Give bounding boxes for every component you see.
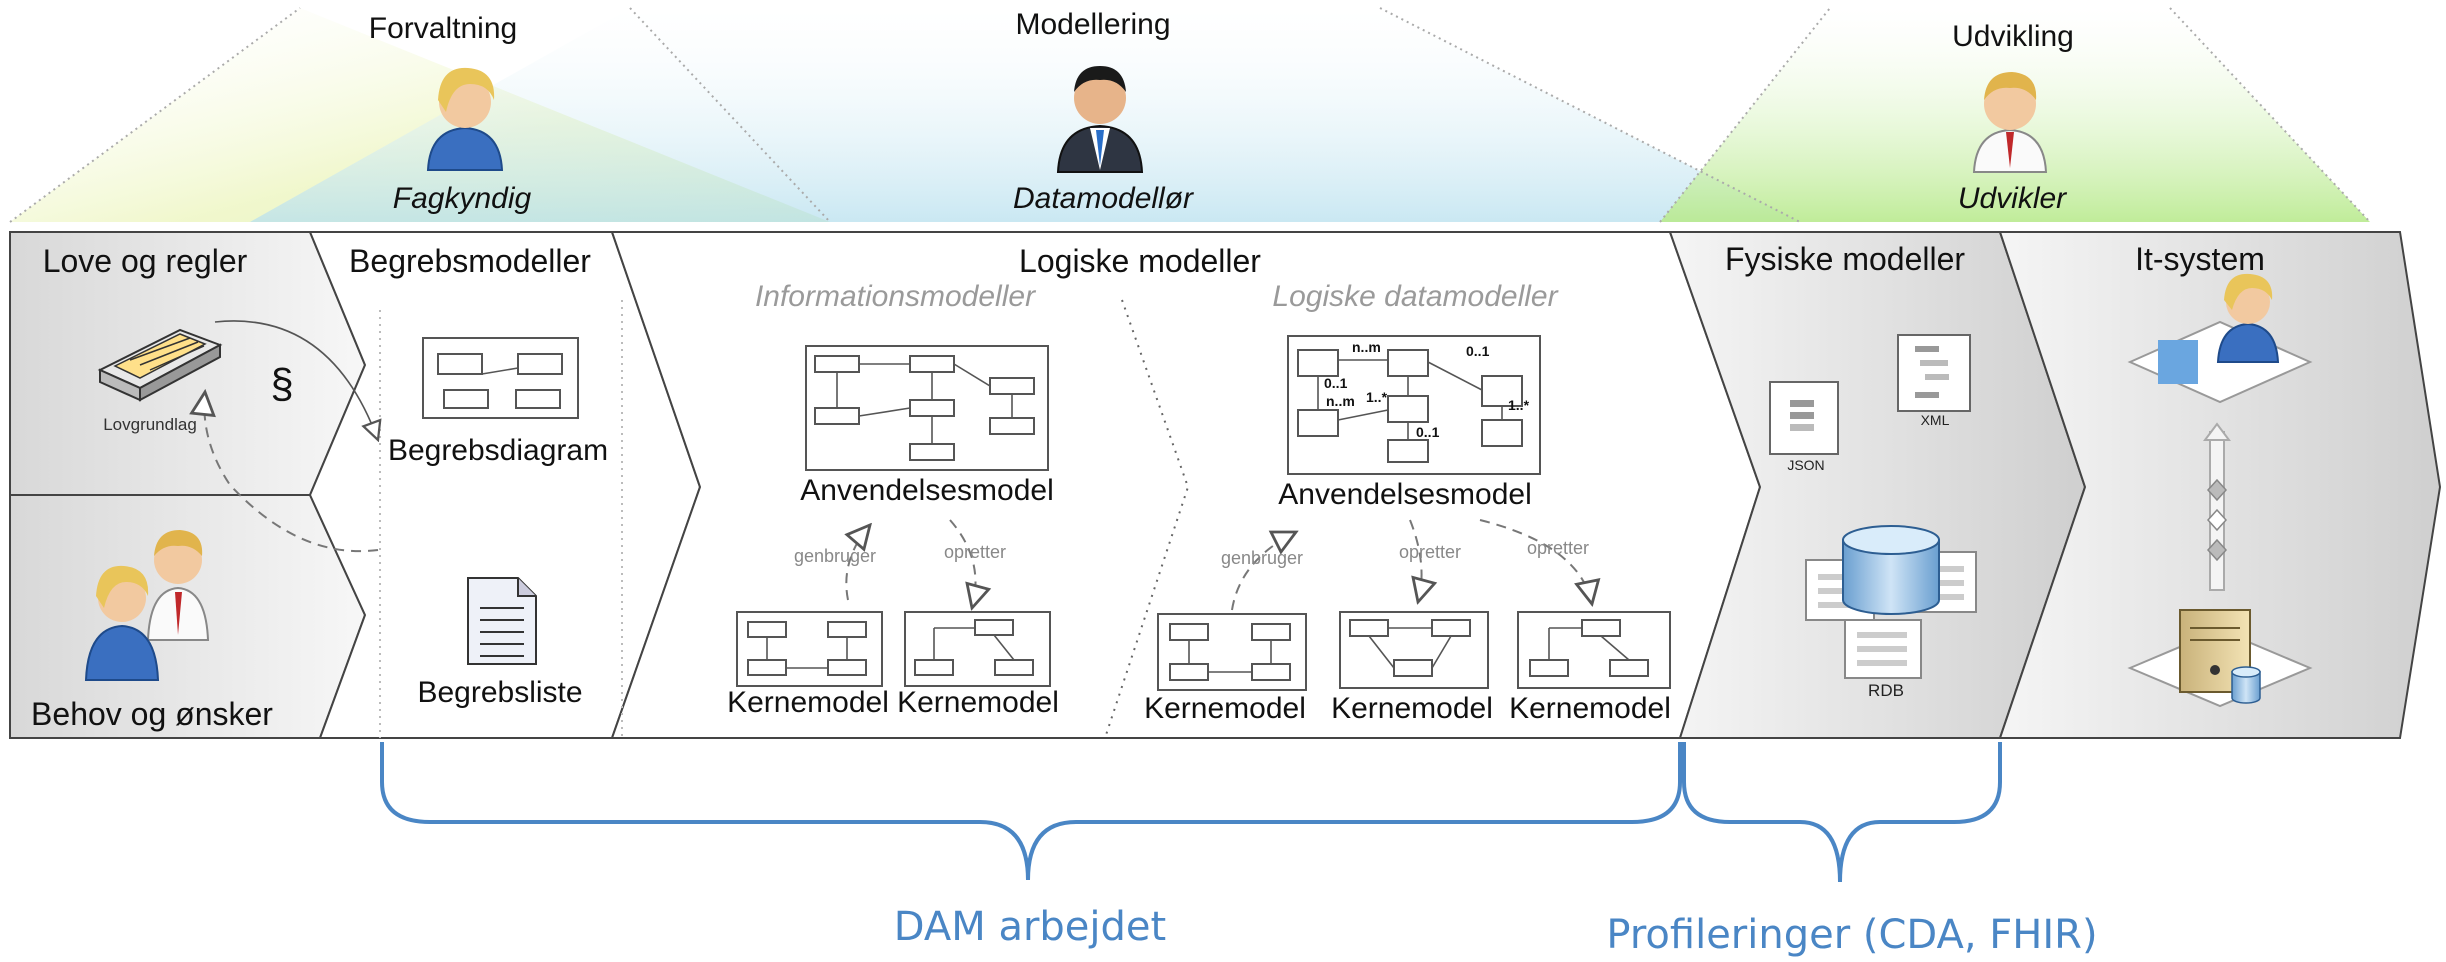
- paragraph-sign: §: [270, 360, 293, 407]
- mult-01-top: 0..1: [1466, 343, 1490, 359]
- logdata-kernemodel-3-diagram: [1517, 611, 1671, 689]
- section-it-system: It-system: [2135, 241, 2265, 277]
- begrebsdiagram-label: Begrebsdiagram: [388, 434, 608, 467]
- section-logiske-modeller: Logiske modeller: [1019, 243, 1261, 279]
- role-person-fagkyndig: Fagkyndig: [393, 182, 532, 215]
- role-person-datamodeller: Datamodellør: [1013, 182, 1194, 215]
- logdata-opretter-1-arrow: [1409, 519, 1422, 602]
- logdata-opretter-2-arrow: [1479, 519, 1592, 604]
- begrebsdiagram-icon: [422, 337, 579, 419]
- info-kernemodel-1-label: Kernemodel: [727, 686, 889, 719]
- law-to-begrebsdiagram-arrow: [214, 320, 378, 440]
- mult-01-left: 0..1: [1324, 375, 1348, 391]
- section-behov-og-onsker: Behov og ønsker: [31, 696, 273, 732]
- info-kernemodel-2-label: Kernemodel: [897, 686, 1059, 719]
- info-genbruger-label: genbruger: [794, 546, 876, 566]
- section-love-og-regler: Love og regler: [43, 243, 248, 279]
- json-label: JSON: [1787, 457, 1824, 473]
- section-begrebsmodeller: Begrebsmodeller: [349, 243, 591, 279]
- logdata-kernemodel-2-diagram: [1339, 611, 1489, 689]
- udvikler-person-icon: [1972, 72, 2048, 173]
- mult-1n-right: 1..*: [1508, 397, 1530, 413]
- connection-icon: [2203, 422, 2231, 591]
- behov-to-lov-arrow: [204, 392, 379, 553]
- server-icon: [2127, 609, 2313, 708]
- role-person-udvikler: Udvikler: [1958, 182, 2067, 215]
- dam-label: DAM arbejdet: [894, 904, 1166, 950]
- logdata-anvendelsesmodel-diagram: [1287, 335, 1541, 475]
- role-title-modellering: Modellering: [1015, 8, 1170, 41]
- mult-1n-mid: 1..*: [1366, 389, 1388, 405]
- datamodeller-person-icon: [1056, 66, 1144, 173]
- begrebsliste-label: Begrebsliste: [417, 676, 582, 709]
- info-opretter-label: opretter: [944, 542, 1006, 562]
- json-document-icon: [1769, 381, 1839, 455]
- fagkyndig-person-icon: [426, 67, 504, 171]
- workstation-user-icon: [2127, 273, 2313, 404]
- logdata-opretter-1-label: opretter: [1399, 542, 1461, 562]
- logdata-anvendelsesmodel-label: Anvendelsesmodel: [1278, 478, 1532, 511]
- rdb-database-icon: [1805, 525, 1977, 679]
- dam-brace: [380, 742, 1682, 881]
- info-genbruger-arrow: [846, 525, 870, 601]
- info-kernemodel-1-diagram: [736, 611, 883, 687]
- begrebsliste-document-icon: [467, 577, 537, 665]
- behov-persons-icon: [84, 530, 210, 681]
- logdata-kernemodel-1-diagram: [1157, 613, 1307, 691]
- role-title-forvaltning: Forvaltning: [369, 12, 517, 45]
- subtitle-logiske-datamodeller: Logiske datamodeller: [1272, 280, 1558, 313]
- xml-label: XML: [1921, 412, 1950, 428]
- role-backgrounds: [9, 7, 2371, 223]
- xml-document-icon: [1897, 334, 1971, 412]
- logdata-genbruger-label: genbruger: [1221, 548, 1303, 568]
- lovgrundlag-icon: [97, 328, 223, 402]
- logdata-kernemodel-2-label: Kernemodel: [1331, 692, 1493, 725]
- info-kernemodel-2-diagram: [904, 611, 1051, 687]
- subtitle-informationsmodeller: Informationsmodeller: [755, 280, 1036, 313]
- logdata-kernemodel-3-label: Kernemodel: [1509, 692, 1671, 725]
- info-opretter-arrow: [949, 519, 976, 608]
- profil-brace: [1682, 742, 2002, 883]
- mult-nm-mid: n..m: [1326, 393, 1355, 409]
- logdata-kernemodel-1-label: Kernemodel: [1144, 692, 1306, 725]
- logdata-opretter-2-label: opretter: [1527, 538, 1589, 558]
- rdb-label: RDB: [1868, 681, 1904, 700]
- info-anvendelsesmodel-label: Anvendelsesmodel: [800, 474, 1054, 507]
- logdata-genbruger-arrow: [1231, 532, 1296, 611]
- mult-nm-top: n..m: [1352, 339, 1381, 355]
- role-title-udvikling: Udvikling: [1952, 20, 2074, 53]
- info-anvendelsesmodel-diagram: [805, 345, 1049, 471]
- lovgrundlag-label: Lovgrundlag: [103, 415, 197, 434]
- section-fysiske-modeller: Fysiske modeller: [1725, 241, 1965, 277]
- mult-01-bottom: 0..1: [1416, 424, 1440, 440]
- profileringer-label: Profileringer (CDA, FHIR): [1606, 912, 2097, 958]
